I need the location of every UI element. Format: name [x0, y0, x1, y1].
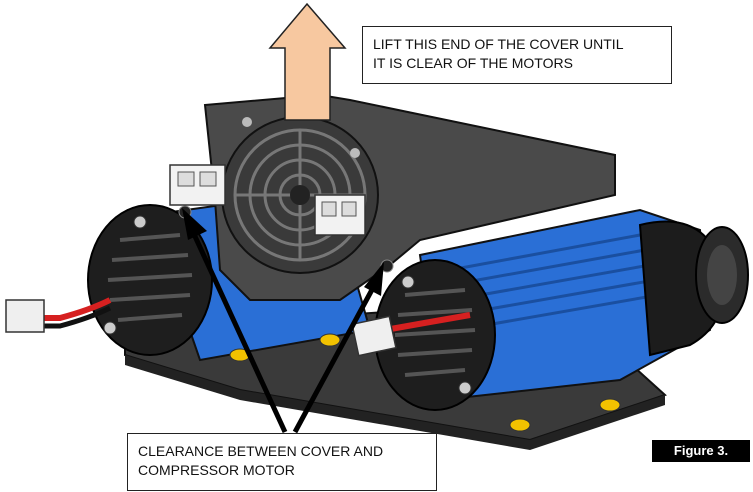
- fan-hub: [290, 185, 310, 205]
- pointer-arrow-icon: [182, 208, 384, 434]
- cover-screw-2: [350, 148, 360, 158]
- lift-cover-callout: LIFT THIS END OF THE COVER UNTIL IT IS C…: [362, 26, 672, 84]
- clearance-callout: CLEARANCE BETWEEN COVER AND COMPRESSOR M…: [127, 433, 437, 491]
- right-endcap-bolt: [401, 275, 415, 289]
- up-arrow-icon: [268, 2, 347, 121]
- air-filter-inner: [707, 245, 737, 305]
- left-endcap-ribs: [107, 233, 193, 322]
- right-wire-plug: [351, 315, 397, 357]
- left-motor-endcap: [87, 204, 213, 356]
- left-wire: [30, 297, 112, 321]
- right-endcap-bolt-2: [458, 381, 472, 395]
- left-endcap-bolt-2: [103, 321, 117, 335]
- connector-right: [314, 194, 366, 236]
- left-wire-black: [30, 305, 112, 329]
- left-endcap-bolt: [133, 215, 147, 229]
- figure-label: Figure 3.: [652, 440, 750, 462]
- cover-screw: [242, 117, 252, 127]
- connector-left: [169, 164, 226, 206]
- left-wire-plug: [5, 299, 45, 333]
- right-wire: [384, 312, 471, 333]
- right-endcap-ribs: [394, 288, 476, 377]
- mounting-feet: [229, 333, 621, 432]
